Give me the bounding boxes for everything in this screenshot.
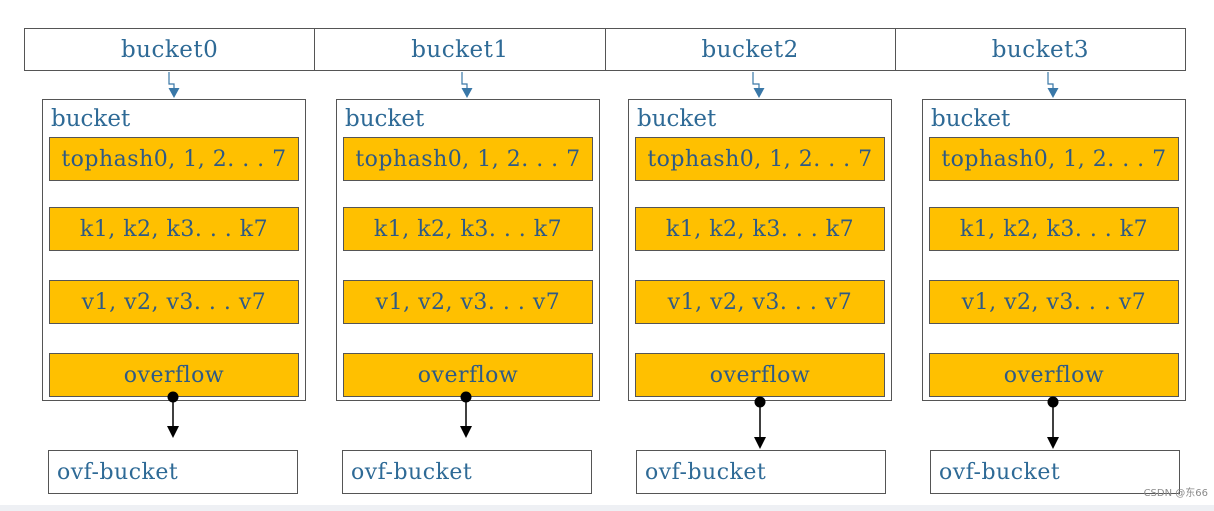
header-to-bucket-arrow-1 — [461, 72, 473, 98]
bucket-title: bucket — [345, 106, 425, 132]
tophash-field: tophash0, 1, 2. . . 7 — [929, 137, 1179, 181]
keys-field: k1, k2, k3. . . k7 — [929, 207, 1179, 251]
bucket-array-cell-1: bucket1 — [315, 29, 606, 70]
keys-field: k1, k2, k3. . . k7 — [343, 207, 593, 251]
overflow-bucket-3: ovf-bucket — [930, 450, 1180, 494]
bucket-title: bucket — [637, 106, 717, 132]
overflow-bucket-1: ovf-bucket — [342, 450, 592, 494]
header-to-bucket-arrow-2 — [752, 72, 765, 98]
bucket-struct-0: bucket tophash0, 1, 2. . . 7 k1, k2, k3.… — [42, 99, 306, 401]
overflow-field: overflow — [49, 353, 299, 397]
values-field: v1, v2, v3. . . v7 — [635, 280, 885, 324]
tophash-field: tophash0, 1, 2. . . 7 — [343, 137, 593, 181]
overflow-bucket-2: ovf-bucket — [636, 450, 886, 494]
overflow-field: overflow — [635, 353, 885, 397]
keys-field: k1, k2, k3. . . k7 — [49, 207, 299, 251]
bucket-array-cell-2: bucket2 — [606, 29, 896, 70]
keys-field: k1, k2, k3. . . k7 — [635, 207, 885, 251]
bucket-struct-2: bucket tophash0, 1, 2. . . 7 k1, k2, k3.… — [628, 99, 892, 401]
header-to-bucket-arrow-3 — [1047, 72, 1059, 98]
bottom-strip — [0, 505, 1214, 511]
tophash-field: tophash0, 1, 2. . . 7 — [49, 137, 299, 181]
overflow-field: overflow — [929, 353, 1179, 397]
bucket-array-cell-3: bucket3 — [991, 36, 1090, 63]
overflow-bucket-0: ovf-bucket — [48, 450, 298, 494]
overflow-field: overflow — [343, 353, 593, 397]
values-field: v1, v2, v3. . . v7 — [343, 280, 593, 324]
header-to-bucket-arrow-0 — [168, 72, 180, 98]
values-field: v1, v2, v3. . . v7 — [49, 280, 299, 324]
csdn-watermark: CSDN @东66 — [1143, 488, 1208, 499]
overflow-pointer-2 — [754, 396, 766, 449]
tophash-field: tophash0, 1, 2. . . 7 — [635, 137, 885, 181]
bucket-title: bucket — [931, 106, 1011, 132]
bucket-struct-3: bucket tophash0, 1, 2. . . 7 k1, k2, k3.… — [922, 99, 1186, 401]
overflow-pointer-3 — [1047, 396, 1059, 449]
bucket-struct-1: bucket tophash0, 1, 2. . . 7 k1, k2, k3.… — [336, 99, 600, 401]
bucket-array-cell-0: bucket0 — [25, 29, 316, 70]
bucket-title: bucket — [51, 106, 131, 132]
values-field: v1, v2, v3. . . v7 — [929, 280, 1179, 324]
bucket-array: bucket0 bucket1 bucket2 bucket3 — [24, 28, 1186, 71]
